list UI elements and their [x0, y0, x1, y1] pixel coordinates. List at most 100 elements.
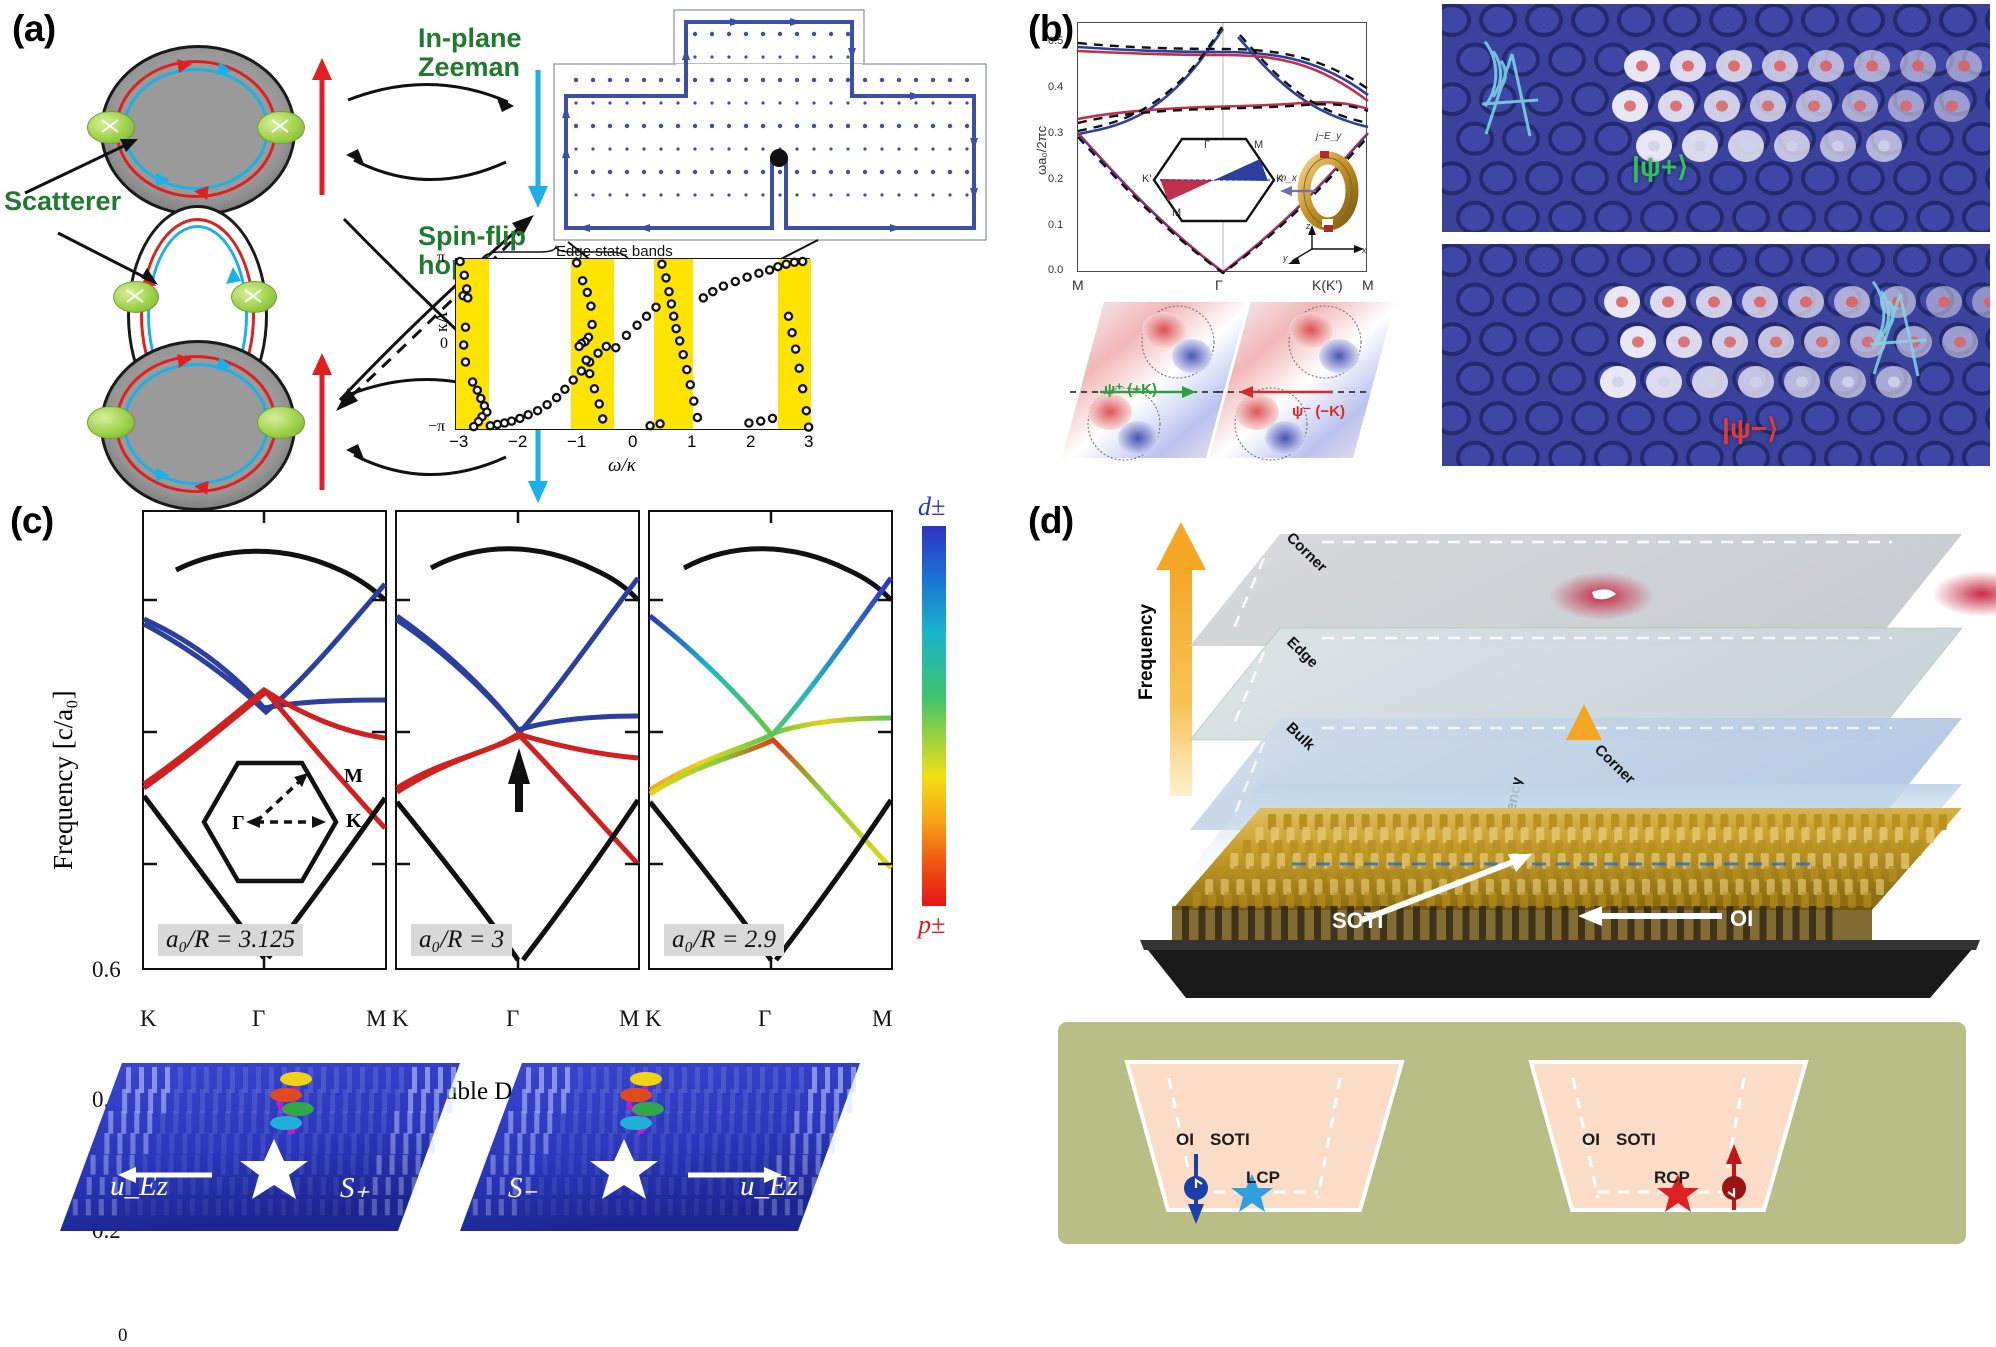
- panel-c-letter: (c): [10, 500, 54, 541]
- mode-profile-left: [1060, 300, 1250, 461]
- panel-c-curves-3: [648, 512, 894, 968]
- bz-m-top-label: M: [1254, 139, 1264, 151]
- edge-state-brace: [479, 244, 631, 265]
- panel-a-xtick-m2: −2: [508, 432, 528, 451]
- in-plane-zeeman-label: In-plane Zeeman: [418, 23, 522, 83]
- panel-c-ytick-06: 0.6: [92, 957, 121, 982]
- ring-current-label: j~E_y: [1316, 131, 1342, 142]
- spin-flip-line1: Spin-flip: [418, 221, 526, 251]
- panel-a-ytick-pi: π: [437, 249, 446, 266]
- panel-c-bz-inset: [201, 760, 339, 884]
- panel-a-ytick-negpi: −π: [428, 418, 446, 435]
- panel-b-xtick-m-left: M: [1072, 277, 1084, 293]
- scatterer-arrow-upper: [24, 139, 138, 195]
- mode-profile-right: [1207, 300, 1397, 461]
- panel-c2-xtick-K: K: [392, 1006, 409, 1031]
- panel-a-xlabel: ω/κ: [608, 455, 636, 476]
- soti-arrow-label: SOTI: [1332, 908, 1384, 933]
- psi-plus-label: |ψ+⟩: [1632, 151, 1689, 182]
- panel-a-ytick-zero: 0: [440, 335, 448, 352]
- scatterer-cross-mid-left: [125, 288, 145, 304]
- panel-a-xtick-m1: −1: [567, 432, 587, 451]
- in-plane-zeeman-line2: Zeeman: [418, 52, 521, 83]
- panel-b-ytick-03: 0.3: [1048, 127, 1064, 139]
- panel-b-ytick-00: 0.0: [1048, 264, 1064, 276]
- scatterer-cross-top-left: [100, 118, 120, 134]
- trapezoid-right: [1528, 1060, 1809, 1212]
- bz-hexagon-inset: [1152, 137, 1276, 223]
- slab-left-u-label: u_Ez: [110, 1170, 168, 1202]
- panel-b-letter: (b): [1028, 8, 1074, 49]
- panel-d-letter: (d): [1028, 500, 1074, 541]
- base-plate: [1140, 940, 1980, 1010]
- panel-c2-xtick-G: Γ: [506, 1006, 520, 1031]
- bz-kprime-label: K': [1142, 173, 1152, 185]
- ring-axis-x: x: [1362, 245, 1367, 255]
- slab-left: [60, 1055, 460, 1235]
- panel-c1-xtick-G: Γ: [252, 1006, 266, 1031]
- bz-k-label: K: [1276, 173, 1284, 185]
- panel-d: (d) Frequency: [1022, 470, 1996, 1261]
- trapezoid-left: [1124, 1060, 1405, 1224]
- scatterer-arrow-lower: [57, 231, 158, 285]
- bz-gamma-label: Γ: [1204, 139, 1211, 151]
- panel-c-subplot-1: Γ M K a₀/R = 3.125: [142, 510, 388, 970]
- panel-b-ytick-04: 0.4: [1048, 81, 1064, 93]
- bandgap-region-4: [778, 259, 811, 429]
- panel-b-ytick-02: 0.2: [1048, 173, 1064, 185]
- frequency-axis-label: Frequency: [1136, 603, 1157, 700]
- trapezoid-right-rcp: RCP: [1654, 1168, 1690, 1187]
- panel-c-subplot-2: a₀/R = 3: [395, 510, 641, 970]
- bz-m-bottom-label: M: [1172, 207, 1182, 219]
- panel-c3-xtick-G: Γ: [758, 1006, 772, 1031]
- ring-bot-arrowheads: [155, 354, 232, 495]
- frequency-arrow: [1156, 522, 1206, 796]
- ring-axis-y: y: [1283, 253, 1288, 263]
- panel-b: (b): [1022, 0, 1996, 470]
- panel-c-curves-2: [395, 512, 641, 968]
- bandgap-region-3: [654, 259, 693, 429]
- panel-c-subplot-3: a₀/R = 2.9: [648, 510, 894, 970]
- panel-b-band-plot: Γ M K' K M: [1077, 22, 1369, 275]
- panel-c: (c) Frequency [c/a₀] 0.6 0.4 0.2 0: [0, 470, 1020, 1346]
- ring-moment-label: m_x: [1278, 173, 1297, 184]
- panel-c1-xtick-M: M: [366, 1006, 387, 1031]
- panel-b-xtick-gamma: Γ: [1215, 277, 1223, 293]
- panel-a-xtick-m3: −3: [449, 432, 469, 451]
- panel-c-badge-1: a₀/R = 3.125: [158, 924, 304, 956]
- panel-b-ytick-05: 0.5: [1048, 35, 1064, 47]
- panel-a-xtick-0: 0: [628, 432, 638, 451]
- slab-left-s-label: S₊: [340, 1172, 370, 1204]
- trapezoid-left-lcp: LCP: [1246, 1168, 1280, 1187]
- oi-arrow-label: OI: [1730, 906, 1754, 931]
- panel-a-ylabel: кΛ: [432, 311, 451, 332]
- psi-minus-label: |ψ−⟩: [1722, 413, 1779, 444]
- panel-c2-xtick-M: M: [619, 1006, 640, 1031]
- panel-c-curves-1: [142, 512, 388, 968]
- panel-b-xtick-kk: K(K'): [1312, 277, 1343, 293]
- mode-left-label: ψ⁺ (+K): [1104, 381, 1157, 398]
- scatterer-label: Scatterer: [4, 186, 122, 216]
- panel-a-spectrum-plot: [455, 256, 814, 432]
- spin-coupling-top: [312, 58, 548, 208]
- trapezoid-right-oi: OI: [1582, 1130, 1600, 1149]
- panel-a-letter: (a): [12, 8, 56, 49]
- panel-c1-xtick-K: K: [140, 1006, 157, 1031]
- scatterer-cross-mid-right: [243, 288, 263, 304]
- mode-right-label: ψ⁻ (−K): [1292, 403, 1345, 420]
- slab-right: [460, 1055, 860, 1235]
- bottom-illustration-box: OI SOTI LCP OI SOTI RCP: [1058, 1022, 1966, 1244]
- panel-a-xtick-2: 2: [746, 432, 756, 451]
- in-plane-zeeman-line1: In-plane: [418, 23, 522, 53]
- ring-moment-inset: [1280, 151, 1364, 264]
- panel-c-ytick-0: 0: [118, 1325, 128, 1346]
- panel-b-band-curves: [1077, 23, 1369, 275]
- panel-c-badge-2: a₀/R = 3: [411, 924, 513, 956]
- panel-b-xtick-m-right: M: [1362, 277, 1374, 293]
- panel-c-bz-k: K: [346, 810, 362, 832]
- ring-top-arrowheads: [155, 59, 232, 200]
- trapezoid-left-soti: SOTI: [1210, 1130, 1250, 1149]
- photonic-crystal-top: [1442, 4, 1990, 232]
- slab-right-u-label: u_Ez: [740, 1170, 798, 1202]
